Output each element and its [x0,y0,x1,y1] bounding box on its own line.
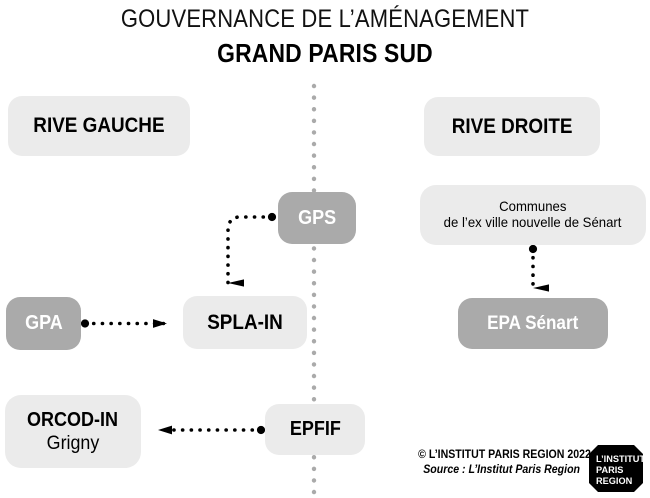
node-gps[interactable]: GPS [278,192,356,244]
header-rive-droite-label: RIVE DROITE [451,114,573,138]
logo-line2: PARIS [596,465,623,475]
node-orcod-in-label: ORCOD-IN [27,408,119,431]
logo-line3: REGION [596,476,633,486]
node-spla-in[interactable]: SPLA-IN [183,296,307,349]
footer-credits: © L’INSTITUT PARIS REGION 2022 Source : … [404,449,591,476]
node-gpa[interactable]: GPA [6,297,81,350]
node-gpa-label: GPA [24,312,63,335]
logo-line1: L’INSTITUT [596,454,643,464]
header-rive-droite: RIVE DROITE [424,97,600,156]
node-epa-senart[interactable]: EPA Sénart [458,298,608,349]
node-communes-senart-line1: Communes [499,198,567,215]
node-orcod-in-sublabel: Grigny [46,433,100,455]
header-rive-gauche: RIVE GAUCHE [8,96,190,156]
footer-source: Source : L’Institut Paris Region [423,464,580,476]
node-communes-senart-line2: de l’ex ville nouvelle de Sénart [444,214,622,230]
node-epfif-label: EPFIF [289,418,341,441]
node-orcod-in[interactable]: ORCOD-IN Grigny [5,395,141,468]
connector-gps-to-spla [226,212,277,287]
node-epfif[interactable]: EPFIF [265,404,365,455]
node-epa-senart-label: EPA Sénart [487,312,579,334]
header-rive-gauche-label: RIVE GAUCHE [33,114,165,138]
page-subtitle: GRAND PARIS SUD [217,38,433,68]
node-spla-in-label: SPLA-IN [207,310,283,334]
logo-icon: L’INSTITUT PARIS REGION [589,445,643,492]
footer-copyright: © L’INSTITUT PARIS REGION 2022 [418,449,591,461]
node-communes-senart[interactable]: Communes de l’ex ville nouvelle de Sénar… [420,185,646,245]
page-title: GOUVERNANCE DE L’AMÉNAGEMENT [120,5,530,33]
institut-paris-region-logo: L’INSTITUT PARIS REGION [589,445,643,492]
node-gps-label: GPS [297,206,337,229]
